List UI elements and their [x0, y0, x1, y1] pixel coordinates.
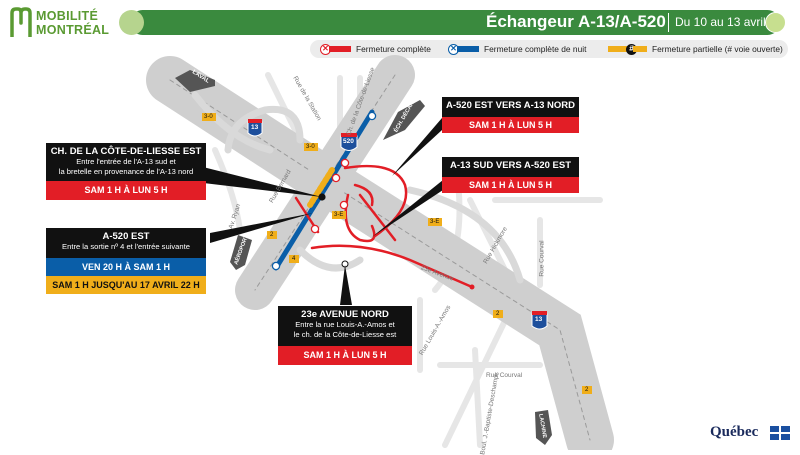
callout-partial-schedule: SAM 1 H JUSQU'AU 17 AVRIL 22 H — [46, 276, 206, 294]
callout-title: A-520 EST — [102, 231, 150, 242]
blue-bar-icon — [457, 46, 479, 52]
shield-520: 520 — [343, 138, 354, 145]
callout-schedule: SAM 1 H À LUN 5 H — [46, 181, 206, 200]
legend-partial-closure: # Fermeture partielle (# voie ouverte) — [608, 40, 783, 58]
page-title: Échangeur A-13/A-520 — [486, 12, 666, 31]
legend-full-label: Fermeture complète — [356, 44, 431, 54]
callout-schedule: SAM 1 H À LUN 5 H — [442, 177, 579, 193]
callout-23e-avenue-north: 23e AVENUE NORD Entre la rue Louis-A.-Am… — [278, 306, 412, 365]
callout-detail-1: Entre l'entrée de l'A-13 sud et — [76, 157, 176, 166]
callout-detail-2: le ch. de la Côte-de-Liesse est — [293, 330, 397, 339]
legend: ✕ Fermeture complète ✕ Fermeture complèt… — [310, 40, 788, 58]
callout-title: CH. DE LA CÔTE-DE-LIESSE EST — [50, 146, 202, 157]
callout-title: 23e AVENUE NORD — [301, 309, 389, 320]
lane-tag-2-c: 2 — [585, 387, 589, 393]
street-courval-2: Rue Courval — [486, 372, 523, 379]
shield-13-north: 13 — [251, 124, 259, 131]
header-end-circle — [765, 12, 786, 33]
header-accent-circle — [119, 10, 144, 35]
callout-detail-2: la bretelle en provenance de l'A-13 nord — [58, 167, 194, 176]
lane-tag-3o-b: 3-0 — [306, 144, 315, 150]
legend-night-closure: ✕ Fermeture complète de nuit — [448, 40, 586, 58]
callout-a520-to-a13-north: A-520 EST VERS A-13 NORD SAM 1 H À LUN 5… — [442, 97, 579, 133]
logo-line-2: MONTRÉAL — [36, 23, 110, 37]
callout-detail-1: Entre la sortie nº 4 et l'entrée suivant… — [62, 242, 190, 251]
lane-tag-2-b: 2 — [496, 311, 500, 317]
street-courval-1: Rue Courval — [538, 240, 546, 277]
legend-partial-label: Fermeture partielle (# voie ouverte) — [652, 44, 783, 54]
logo-text: MOBILITÉ MONTRÉAL — [36, 9, 109, 37]
callout-a13-to-a520-east: A-13 SUD VERS A-520 EST SAM 1 H À LUN 5 … — [442, 157, 579, 193]
date-range: Du 10 au 13 avril — [675, 15, 766, 29]
callout-schedule: SAM 1 H À LUN 5 H — [442, 117, 579, 133]
red-bar-icon — [329, 46, 351, 52]
lane-tag-3e-b: 3-E — [430, 219, 440, 225]
legend-full-closure: ✕ Fermeture complète — [320, 40, 431, 58]
callout-a520-east: A-520 EST Entre la sortie nº 4 et l'entr… — [46, 228, 206, 294]
callout-title: A-13 SUD VERS A-520 EST — [442, 157, 579, 177]
header-bar — [130, 10, 780, 35]
lane-tag-4: 4 — [292, 256, 296, 262]
callout-night-schedule: VEN 20 H À SAM 1 H — [46, 258, 206, 276]
header-divider — [668, 13, 669, 32]
shield-13-south: 13 — [535, 316, 543, 323]
legend-night-label: Fermeture complète de nuit — [484, 44, 587, 54]
callout-cote-liesse-east: CH. DE LA CÔTE-DE-LIESSE EST Entre l'ent… — [46, 143, 206, 200]
quebec-flag-icon — [770, 426, 790, 440]
lane-tag-3e-a: 3-E — [334, 212, 344, 218]
callout-title: A-520 EST VERS A-13 NORD — [442, 97, 579, 117]
lane-tag-2-a: 2 — [270, 232, 274, 238]
callout-schedule: SAM 1 H À LUN 5 H — [278, 346, 412, 365]
callout-detail-1: Entre la rue Louis-A.-Amos et — [295, 320, 395, 329]
logo-line-1: MOBILITÉ — [36, 9, 99, 23]
orange-bar-icon — [608, 46, 630, 52]
quebec-brand: Québec — [710, 424, 759, 440]
lane-tag-3o-a: 3-0 — [204, 114, 213, 120]
mobilite-montreal-logo-icon — [10, 7, 32, 37]
